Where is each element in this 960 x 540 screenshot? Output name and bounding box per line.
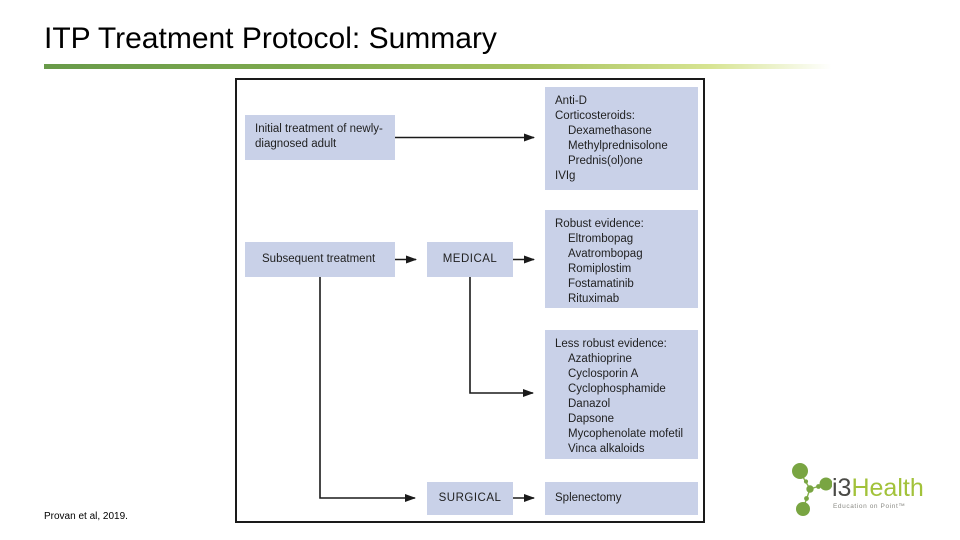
logo-wordmark-prefix: i3: [832, 474, 852, 502]
text-line: Danazol: [568, 398, 611, 410]
node-surgical: SURGICAL: [427, 482, 513, 515]
node-label: MEDICAL: [442, 253, 498, 265]
text-line: Rituximab: [568, 293, 620, 305]
logo-tagline: Education on Point™: [833, 503, 906, 510]
text-line: IVIg: [555, 170, 576, 182]
page-title: ITP Treatment Protocol: Summary: [44, 22, 497, 55]
title-underline-gradient: [44, 64, 856, 69]
node-label: Splenectomy: [555, 492, 622, 504]
text-line: Avatrombopag: [568, 248, 643, 260]
text-line: Methylprednisolone: [568, 140, 668, 152]
logo-wordmark-suffix: Health: [851, 474, 924, 502]
text-line: Cyclosporin A: [568, 368, 639, 380]
node-medical: MEDICAL: [427, 242, 513, 277]
node-label: SURGICAL: [438, 492, 502, 504]
text-line: Fostamatinib: [568, 278, 634, 290]
text-line: Prednis(ol)one: [568, 155, 643, 167]
text-line: Cyclophosphamide: [568, 383, 666, 395]
molecule-icon: [792, 463, 832, 516]
text-line: diagnosed adult: [255, 138, 337, 150]
i3health-logo: i3Health Education on Point™: [780, 458, 956, 530]
text-line: Anti-D: [555, 95, 587, 107]
citation: Provan et al, 2019.: [44, 511, 128, 522]
node-initial-treatment: Initial treatment of newly-diagnosed adu…: [245, 115, 395, 160]
text-line: Vinca alkaloids: [568, 443, 645, 455]
text-line: Less robust evidence:: [555, 338, 667, 350]
text-line: Robust evidence:: [555, 218, 644, 230]
text-line: Romiplostim: [568, 263, 632, 275]
logo-wordmark: i3Health: [832, 475, 924, 501]
text-line: Azathioprine: [568, 353, 632, 365]
text-line: Corticosteroids:: [555, 110, 635, 122]
node-label: Subsequent treatment: [262, 253, 376, 265]
treatment-flowchart: Initial treatment of newly-diagnosed adu…: [235, 78, 705, 523]
node-subsequent-treatment: Subsequent treatment: [245, 242, 395, 277]
text-line: Dapsone: [568, 413, 615, 425]
node-splenectomy: Splenectomy: [545, 482, 698, 515]
text-line: Dexamethasone: [568, 125, 652, 137]
text-line: Initial treatment of newly-: [255, 123, 383, 135]
text-line: Mycophenolate mofetil: [568, 428, 684, 440]
text-line: Eltrombopag: [568, 233, 634, 245]
